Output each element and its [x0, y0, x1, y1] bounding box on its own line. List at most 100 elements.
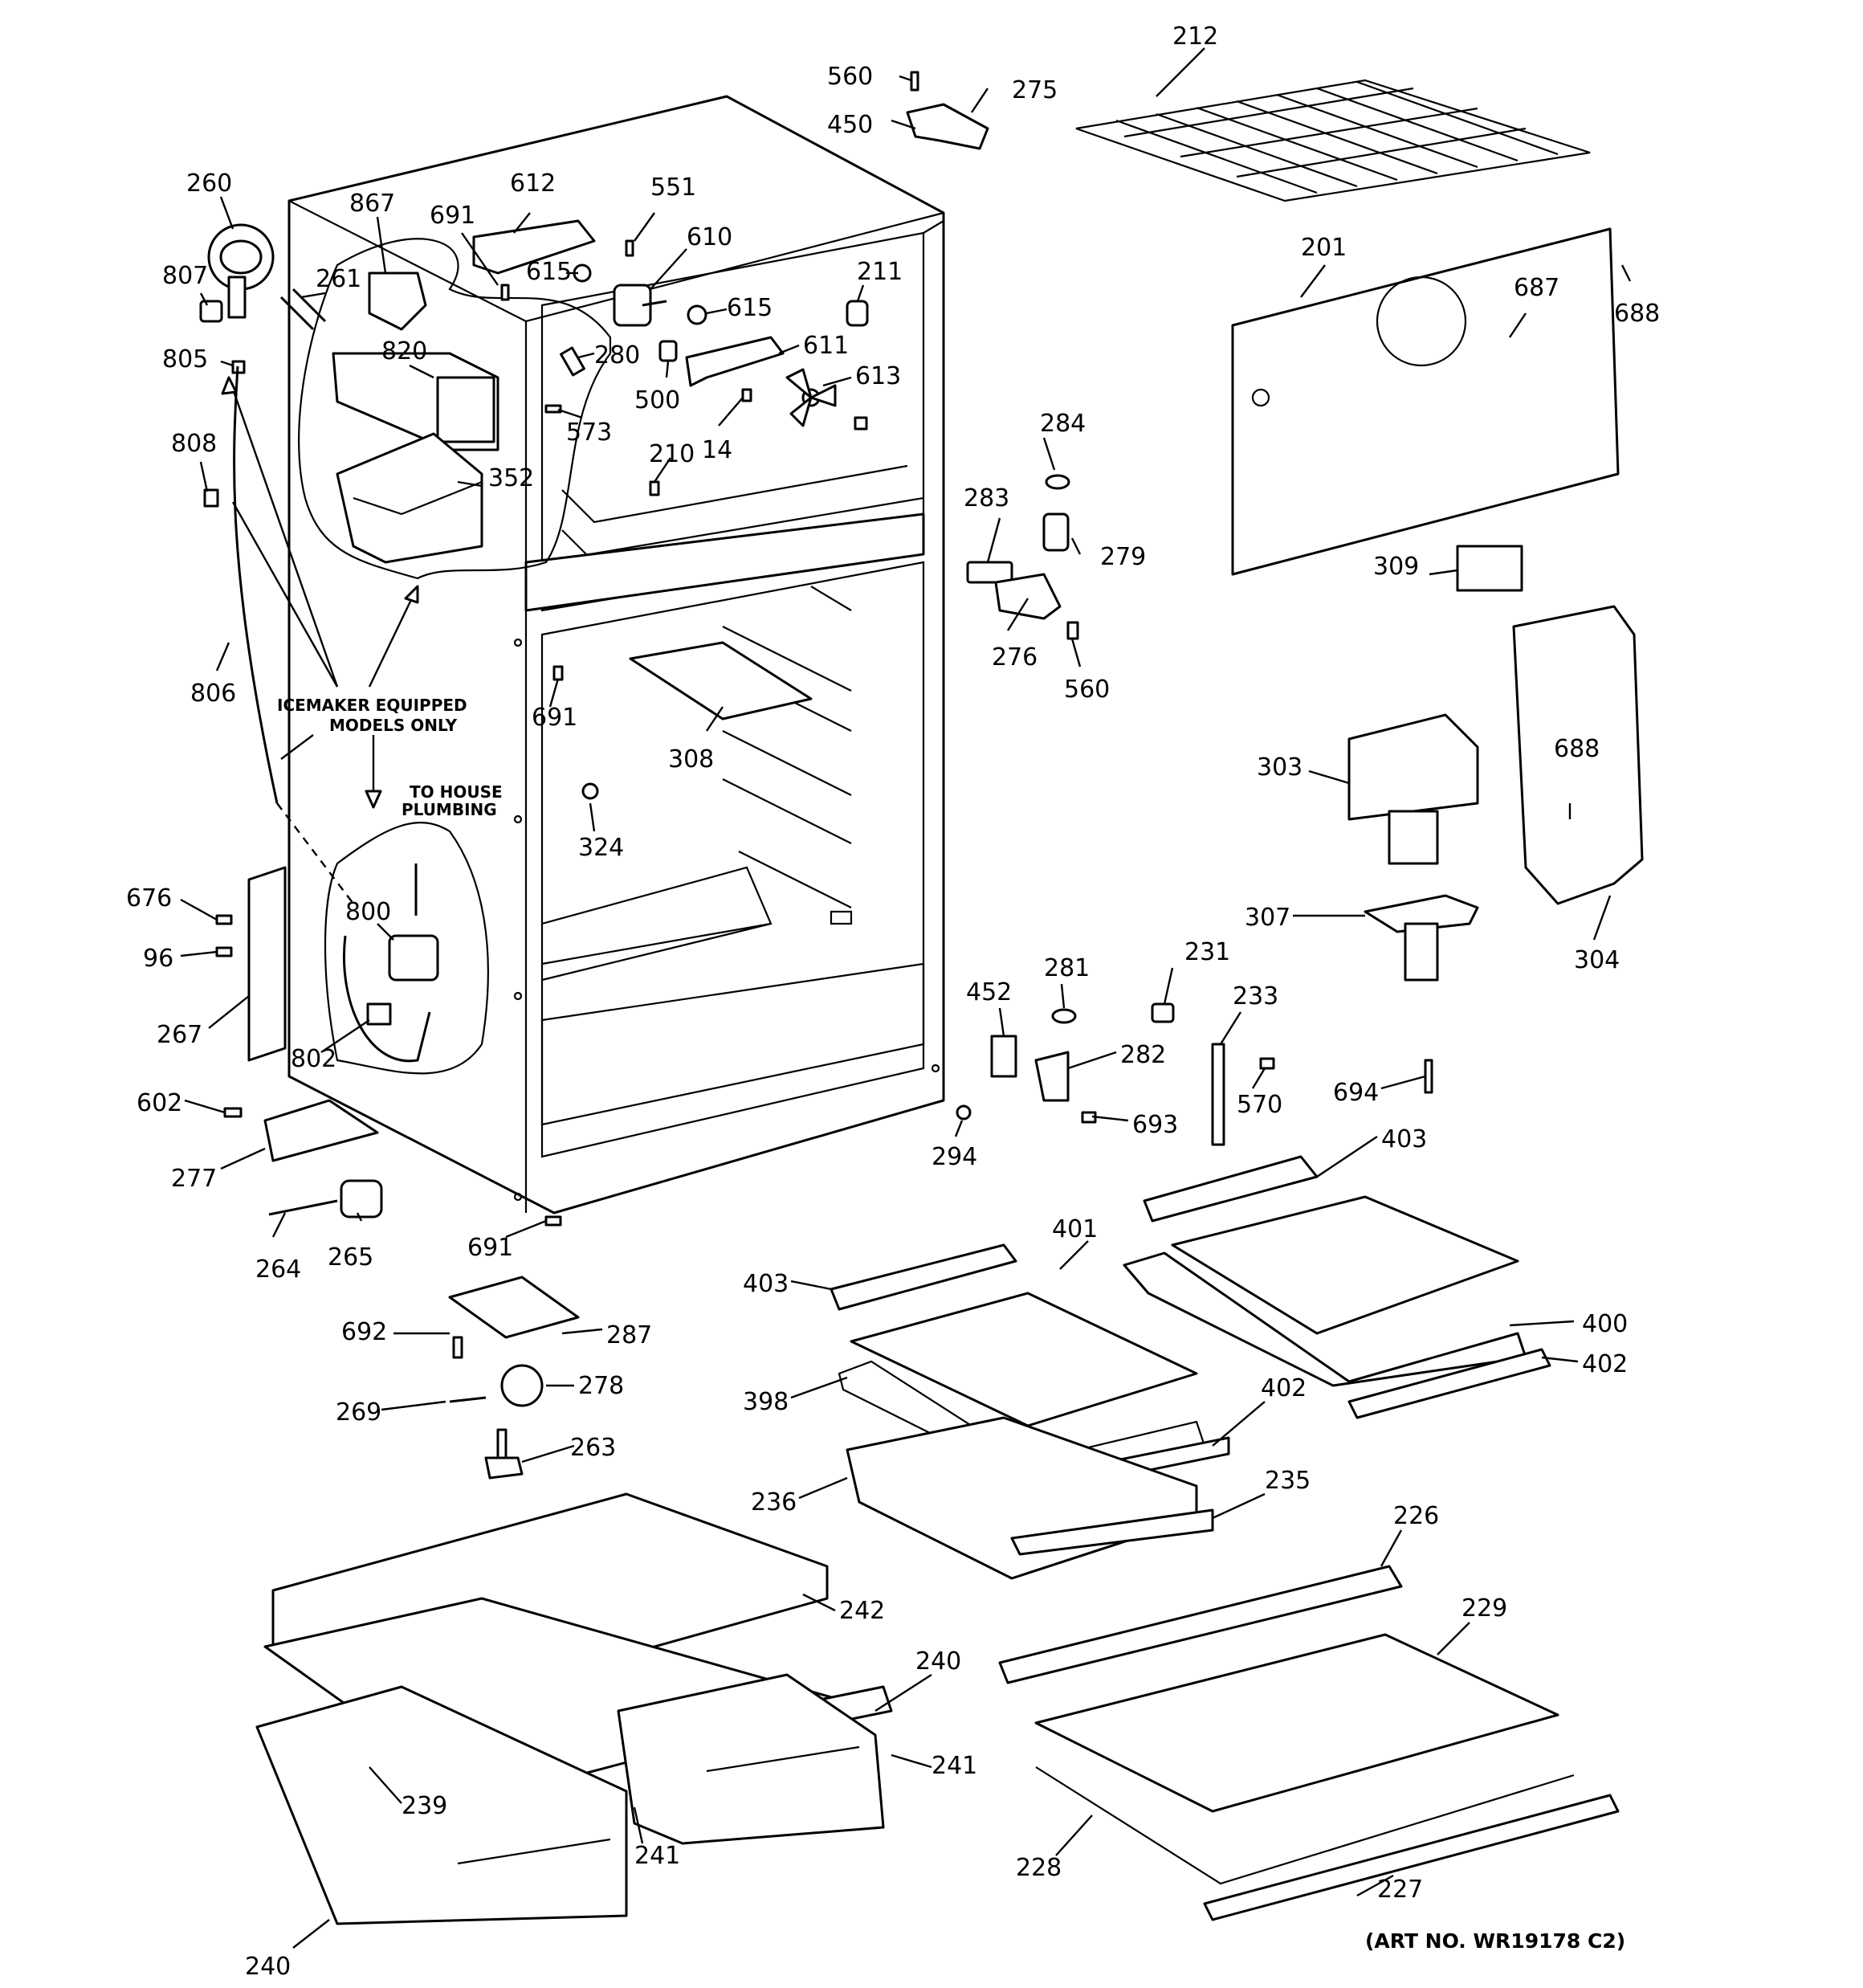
label-241-right: 241: [932, 1752, 977, 1780]
label-612: 612: [510, 169, 556, 198]
label-307: 307: [1245, 904, 1290, 932]
label-615: 615: [526, 258, 572, 286]
label-802: 802: [291, 1045, 336, 1073]
label-264: 264: [255, 1255, 301, 1284]
label-570: 570: [1237, 1091, 1282, 1119]
label-500: 500: [634, 386, 680, 414]
part-number-labels: 260 807 805 808 806 261 867 820 352 691 …: [126, 22, 1660, 1981]
label-687: 687: [1514, 274, 1559, 302]
label-693: 693: [1132, 1111, 1178, 1139]
shelf-group-lower-right: [998, 1565, 1620, 1921]
label-560-top: 560: [827, 63, 873, 91]
label-401: 401: [1052, 1215, 1098, 1243]
label-279: 279: [1100, 543, 1146, 571]
label-284: 284: [1040, 410, 1086, 438]
label-228: 228: [1016, 1854, 1062, 1882]
label-283: 283: [964, 484, 1009, 512]
plumbing-note-line1: TO HOUSE: [410, 782, 503, 802]
water-line-806: [233, 365, 279, 804]
art-number: (ART NO. WR19178 C2): [1365, 1929, 1625, 1953]
label-282: 282: [1120, 1041, 1166, 1069]
icemaker-cutout-outline: [298, 238, 612, 580]
label-402-right: 402: [1582, 1350, 1628, 1378]
label-260: 260: [186, 169, 232, 198]
bottom-hinge-parts: [448, 1276, 580, 1480]
label-676: 676: [126, 884, 172, 912]
label-96: 96: [143, 945, 173, 973]
label-820: 820: [381, 337, 427, 365]
top-hinge: [906, 71, 989, 150]
label-304: 304: [1574, 946, 1620, 974]
label-615b: 615: [727, 294, 773, 322]
label-805: 805: [162, 345, 208, 374]
label-309: 309: [1373, 553, 1419, 581]
dashed-route: [276, 802, 354, 904]
label-235: 235: [1265, 1467, 1311, 1495]
wire-shelf-212: [1075, 79, 1591, 202]
label-402-mid: 402: [1261, 1374, 1307, 1402]
label-303: 303: [1257, 753, 1302, 782]
label-324: 324: [578, 834, 624, 862]
shelf-group-upper-right: [1123, 1155, 1551, 1419]
icemaker-note-arrows: [221, 376, 419, 809]
icemaker-assembly: [199, 223, 499, 564]
wire-shelf-grid: [1115, 80, 1559, 194]
label-613: 613: [855, 362, 901, 390]
label-602: 602: [137, 1089, 182, 1117]
label-452: 452: [966, 978, 1012, 1006]
label-691: 691: [430, 202, 475, 230]
label-560-mid: 560: [1064, 676, 1110, 704]
part-324: [581, 782, 599, 800]
label-229: 229: [1461, 1594, 1507, 1623]
label-400: 400: [1582, 1310, 1628, 1338]
front-flange: [513, 220, 944, 1202]
label-276: 276: [992, 643, 1037, 672]
air-duct-parts: [1347, 605, 1644, 982]
rear-panel-201: [1231, 227, 1620, 576]
label-211: 211: [857, 258, 903, 286]
label-240-left: 240: [245, 1953, 291, 1981]
label-403-right: 403: [1381, 1125, 1427, 1153]
label-694: 694: [1333, 1079, 1379, 1107]
part-691-a: [552, 665, 564, 681]
label-240-right: 240: [915, 1647, 961, 1676]
label-807: 807: [162, 262, 208, 290]
label-610: 610: [687, 223, 732, 251]
label-287: 287: [606, 1321, 652, 1349]
label-231: 231: [1184, 938, 1230, 966]
label-212: 212: [1172, 22, 1218, 51]
label-201: 201: [1301, 234, 1347, 262]
label-611: 611: [803, 332, 849, 360]
label-261: 261: [316, 265, 361, 293]
label-294: 294: [932, 1143, 977, 1171]
label-242: 242: [839, 1597, 885, 1625]
label-14: 14: [702, 436, 732, 464]
annotation-notes: ICEMAKER EQUIPPED MODELS ONLY TO HOUSE P…: [277, 696, 1625, 1953]
label-398: 398: [743, 1388, 789, 1416]
label-308: 308: [668, 745, 714, 774]
label-241-left: 241: [634, 1842, 680, 1870]
label-265: 265: [328, 1243, 373, 1272]
label-806: 806: [190, 680, 236, 708]
label-280: 280: [594, 341, 640, 369]
left-side-parts: [215, 866, 562, 1227]
label-210: 210: [649, 440, 695, 468]
label-227: 227: [1377, 1876, 1423, 1904]
label-277: 277: [171, 1165, 217, 1193]
center-lower-parts: [956, 1002, 1433, 1146]
center-hinge-parts: [966, 474, 1079, 640]
shelf-group-middle: [830, 1243, 1230, 1580]
lower-freezer-assembly: [255, 1492, 893, 1925]
label-692: 692: [341, 1318, 387, 1346]
label-450: 450: [827, 111, 873, 139]
part-308: [629, 641, 813, 720]
freezer-evaporator-parts: [472, 219, 869, 496]
label-551: 551: [650, 173, 696, 202]
label-688-mid: 688: [1554, 735, 1600, 763]
label-275: 275: [1012, 76, 1058, 104]
label-269: 269: [336, 1398, 381, 1427]
label-403-left: 403: [743, 1270, 789, 1298]
label-808: 808: [171, 430, 217, 458]
label-226: 226: [1393, 1502, 1439, 1530]
